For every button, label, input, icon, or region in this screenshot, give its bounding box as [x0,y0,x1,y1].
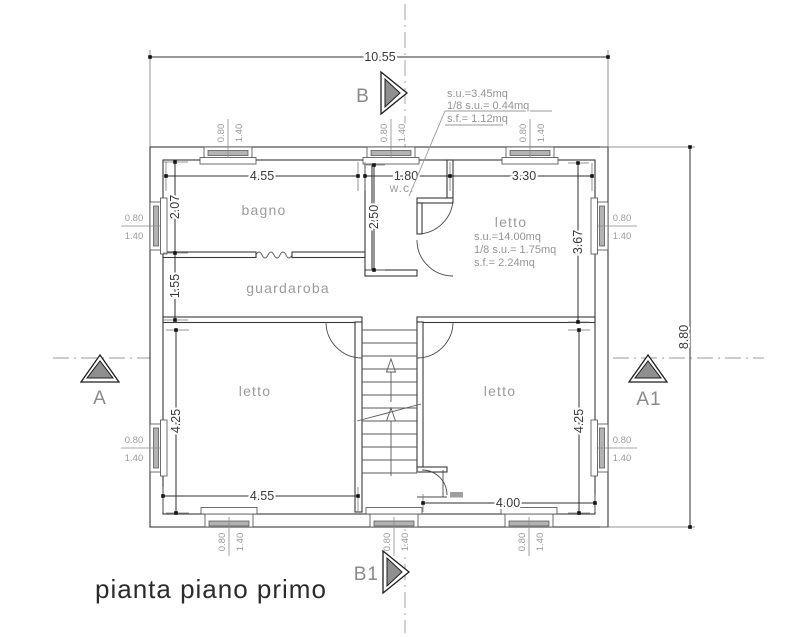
window [200,507,258,556]
wall-break-squiggle [255,251,293,259]
dim-letto-tr-width: 3.30 [512,169,536,183]
window-width-label: 0.80 [125,435,144,446]
window-width-label: 0.80 [125,213,144,224]
window-opening-label: 1.40 [235,533,246,552]
letto-annotation-sf: s.f.= 2.24mq [474,257,535,269]
dim-wc-depth: 2.50 [367,205,381,229]
window-width-label: 0.80 [379,124,390,143]
window [365,507,423,556]
wc-annotation-su: s.u.=3.45mq [447,88,508,100]
window-opening-label: 1.40 [234,124,245,143]
window-width-label: 0.80 [216,124,227,143]
window-opening-label: 1.40 [536,124,547,143]
room-label-wc: w.c. [389,181,415,195]
plan-title: pianta piano primo [95,574,327,604]
area-annotations: s.u.=3.45mq 1/8 s.u.= 0.44mq s.f.= 1.12m… [408,87,558,271]
section-marker-b-label: B [356,86,370,107]
dim-wc-width: 1.80 [394,169,418,183]
window-opening-label: 1.40 [535,533,546,552]
door-arc-understair [421,469,448,496]
room-label-bagno: bagno [242,202,287,218]
section-marker-a: A [79,353,121,409]
window-width-label: 0.80 [518,124,529,143]
window-opening-label: 1.40 [613,453,632,464]
window-opening-label: 1.40 [125,231,144,242]
radiator-symbol [450,492,463,498]
dim-letto-br-depth: 4.25 [572,409,586,433]
window-opening-label: 1.40 [397,124,408,143]
dim-bagno-width: 4.55 [250,169,274,183]
section-marker-a1: A1 [627,353,669,410]
window-opening-label: 1.40 [125,453,144,464]
window-width-label: 0.80 [382,533,393,552]
room-label-letto-tr: letto [495,214,527,230]
window [362,119,420,165]
dim-letto-bl-width: 4.55 [250,489,274,503]
dim-letto-bl-depth: 4.25 [169,409,183,433]
window [590,197,637,255]
window [121,419,168,477]
room-label-guardaroba: guardaroba [246,280,330,296]
door-arc-letto-br [416,321,454,359]
window [121,197,168,255]
section-markers: B B1 A A1 [79,70,669,595]
wc-annotation-sf: s.f.= 1.12mq [447,113,508,125]
windows [121,119,637,556]
letto-annotation-su: s.u.=14.00mq [474,231,541,243]
section-marker-b: B [356,70,409,116]
letto-annotation-su8: 1/8 s.u.= 1.75mq [474,244,556,256]
door-arc-letto-tr-lower [416,239,454,277]
section-arrow-icon [633,360,663,379]
staircase [356,329,463,498]
window [501,119,559,165]
section-arrow-icon [386,556,403,588]
dimension-lines [148,50,695,529]
section-marker-b1-label: B1 [354,564,379,585]
dim-bagno-depth: 2.07 [168,195,182,219]
window [199,119,257,165]
window-opening-label: 1.40 [400,533,411,552]
room-label-letto-br: letto [484,383,516,399]
room-labels: bagno guardaroba w.c. letto letto letto [237,180,527,401]
section-marker-b1: B1 [354,549,411,595]
window-dimension-labels: 0.80 1.40 0.80 1.40 0.80 1.40 0.80 1.40 … [123,122,633,553]
window-opening-label: 1.40 [613,231,632,242]
window-width-label: 0.80 [517,533,528,552]
section-marker-a1-label: A1 [636,389,661,410]
wc-annotation-su8: 1/8 s.u.= 0.44mq [447,100,529,112]
dim-letto-tr-depth: 3.67 [571,230,585,254]
stair-up-arrow [385,357,397,373]
dim-guardaroba-depth: 1.55 [168,274,182,298]
dim-overall-width: 10.55 [364,50,395,64]
section-arrow-icon [384,77,401,109]
section-marker-a-label: A [93,388,107,409]
window-width-label: 0.80 [613,435,632,446]
window-width-label: 0.80 [217,533,228,552]
dim-letto-br-width: 4.00 [496,496,520,510]
door-arc-letto-tr-upper [416,197,454,235]
window [590,419,637,477]
window-width-label: 0.80 [613,213,632,224]
door-arc-letto-bl [325,321,363,359]
room-label-letto-bl: letto [239,383,271,399]
exterior-walls [149,146,609,528]
section-arrow-icon [85,360,115,379]
window [500,507,558,556]
dimension-labels: 10.55 8.80 4.55 1.80 3.30 2.07 1.55 2.50… [166,48,693,512]
stair-up-arrow [385,406,397,422]
dim-overall-height: 8.80 [677,325,691,349]
door-swings [325,197,454,498]
dimension-dots [148,55,692,529]
